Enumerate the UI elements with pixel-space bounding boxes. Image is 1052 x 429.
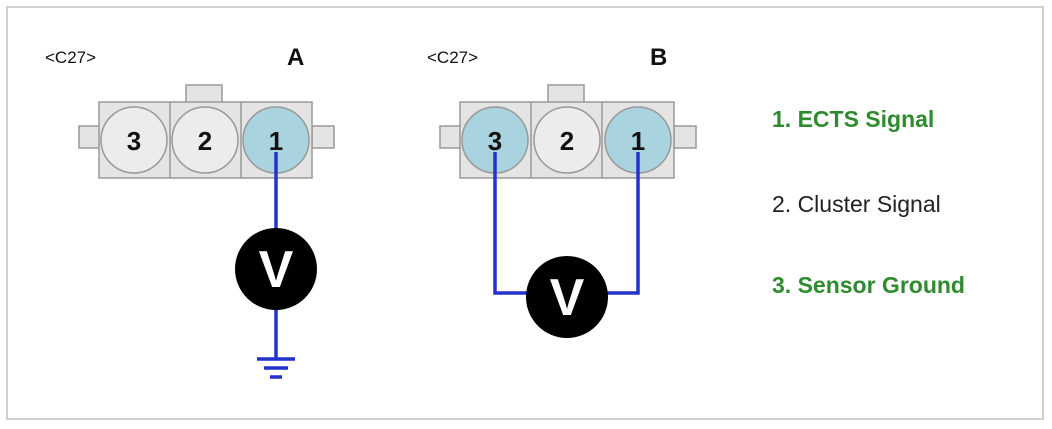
pin-2-a-label: 2 xyxy=(198,126,212,156)
wire-b-pin1 xyxy=(606,152,640,295)
pin-3-a: 3 xyxy=(100,106,168,174)
legend-item-cluster-signal: 2. Cluster Signal xyxy=(772,191,941,217)
panel-a: <C27> A 3 2 1 xyxy=(45,44,335,379)
wire-b-pin3 xyxy=(493,152,528,295)
panel-label-b: B xyxy=(650,44,667,71)
pin-3-a-label: 3 xyxy=(127,126,141,156)
pin-1-a: 1 xyxy=(242,106,310,174)
connector-id-b: <C27> xyxy=(427,48,478,67)
pin-3-b-label: 3 xyxy=(488,126,502,156)
voltmeter-icon-b: V xyxy=(526,256,608,338)
voltmeter-icon-a: V xyxy=(235,228,317,310)
pin-2-b-label: 2 xyxy=(560,126,574,156)
panel-b: <C27> B 3 2 1 V xyxy=(427,44,697,338)
pin-1-b: 1 xyxy=(604,106,672,174)
pin-2-a: 2 xyxy=(171,106,239,174)
pin-1-b-label: 1 xyxy=(631,126,645,156)
pin-2-b: 2 xyxy=(533,106,601,174)
diagram-frame xyxy=(6,6,1044,420)
voltmeter-b-label: V xyxy=(550,269,585,327)
voltmeter-a-label: V xyxy=(259,241,294,299)
pin-1-a-label: 1 xyxy=(269,126,283,156)
panel-label-a: A xyxy=(287,44,304,71)
ground-icon xyxy=(257,357,295,379)
connector-id-a: <C27> xyxy=(45,48,96,67)
legend-item-sensor-ground: 3. Sensor Ground xyxy=(772,272,965,298)
legend-item-ects-signal: 1. ECTS Signal xyxy=(772,106,935,132)
